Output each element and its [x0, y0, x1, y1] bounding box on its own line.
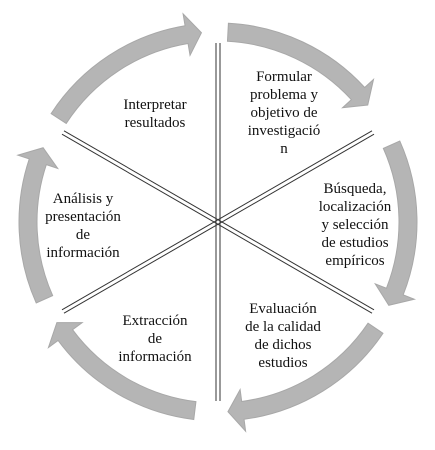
- divider-line-5: [63, 223, 220, 314]
- divider-line-2: [216, 130, 373, 221]
- step-label-formular-problema: Formular problema y objetivo de investig…: [247, 69, 321, 157]
- divider-line-6: [63, 130, 220, 221]
- step-label-extraccion: Extracción de información: [118, 313, 192, 365]
- step-label-busqueda: Búsqueda, localización y selección de es…: [318, 181, 392, 269]
- step-label-analisis: Análisis y presentación de información: [45, 191, 121, 261]
- arrow-4: [47, 322, 197, 421]
- divider-line-5: [61, 219, 218, 311]
- divider-line-6: [61, 133, 218, 225]
- divider-line-3: [216, 223, 373, 314]
- arrow-6: [50, 12, 203, 125]
- divider-line-3: [218, 219, 375, 311]
- arrow-1: [226, 22, 375, 109]
- cycle-arrows: [16, 12, 418, 433]
- step-label-interpretar: Interpretar resultados: [123, 97, 187, 131]
- segment-dividers: [61, 43, 375, 401]
- divider-line-2: [218, 133, 375, 225]
- arrow-5: [16, 147, 60, 304]
- arrow-3: [227, 322, 384, 433]
- step-label-evaluacion: Evaluación de la calidad de dichos estud…: [245, 301, 321, 371]
- arrow-2: [374, 140, 418, 306]
